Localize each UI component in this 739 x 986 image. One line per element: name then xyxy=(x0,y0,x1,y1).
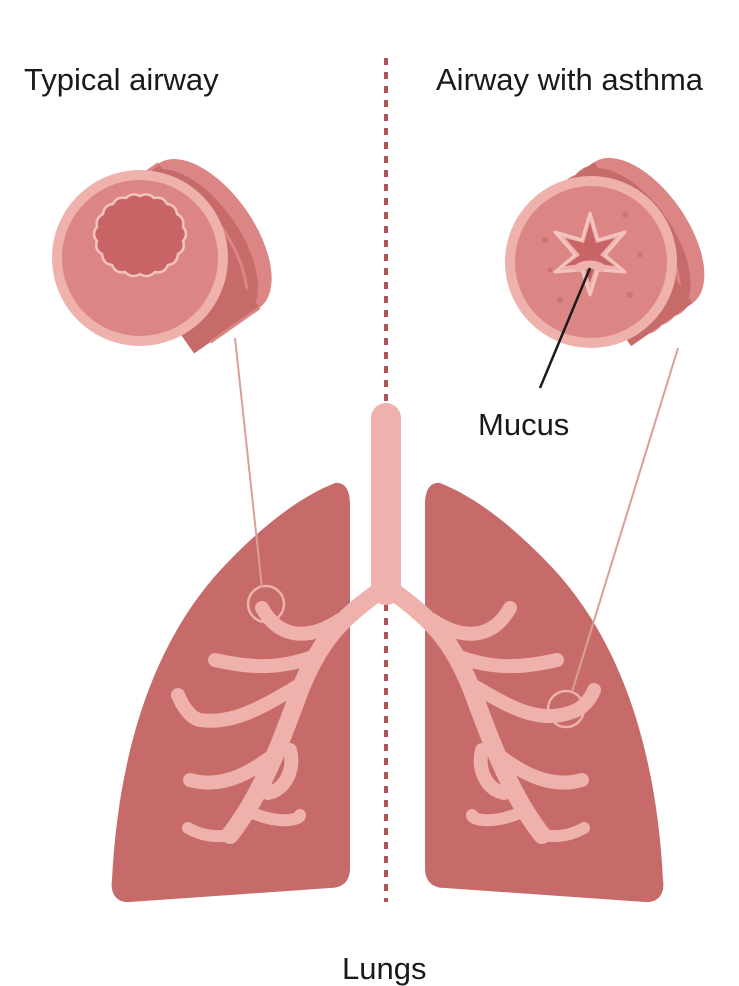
right-connector xyxy=(572,348,678,692)
typical-airway-label: Typical airway xyxy=(24,64,219,95)
mucus-label: Mucus xyxy=(478,409,569,440)
asthma-airway-cylinder xyxy=(505,137,729,354)
asthma-airway-label: Airway with asthma xyxy=(436,64,703,95)
typical-airway-lumen xyxy=(94,194,186,276)
typical-airway-cylinder xyxy=(52,138,296,360)
